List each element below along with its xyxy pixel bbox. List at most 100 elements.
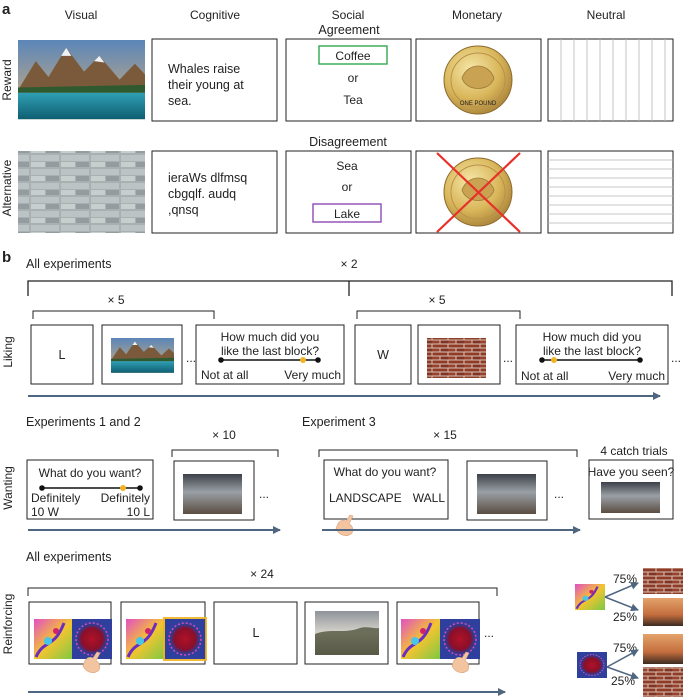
social-disagreement-card (285, 150, 412, 234)
liking-dots-1: ... (186, 351, 196, 365)
row-label-reinforcing: Reinforcing (1, 594, 15, 655)
row-label-reward: Reward (0, 59, 14, 100)
neutral-lines-reward (547, 38, 674, 122)
prob-low-1: 25% (613, 610, 637, 624)
crossed-coin-icon (436, 152, 521, 233)
row-label-wanting: Wanting (1, 466, 15, 510)
definitely-right: Definitely (101, 491, 150, 505)
liking-brick-image (427, 338, 486, 378)
agreement-or: or (348, 71, 359, 85)
repeat-bracket-liking-left (32, 310, 215, 319)
scrambled-line-2: cbgqlf. audq (168, 187, 236, 201)
repeat-bracket-wanting-12 (171, 449, 279, 457)
disagreement-title: Disagreement (309, 135, 387, 149)
reinforcing-repeat: × 24 (250, 567, 274, 581)
liking-landscape-image (111, 338, 174, 373)
experiments-1-2-label: Experiments 1 and 2 (26, 415, 141, 429)
agreement-choice: Coffee (335, 49, 370, 63)
repeat-bracket-reinforcing (27, 587, 498, 596)
liking-question-right-2: like the last block? (543, 344, 641, 358)
wanting-dots-12: ... (259, 487, 269, 501)
catch-beach-image (601, 482, 660, 513)
panel-a-label: a (2, 1, 11, 18)
wanting-choice-card (323, 459, 449, 520)
wanting-question-3: What do you want? (334, 465, 437, 479)
cognitive-reward-card (151, 38, 278, 122)
reward-sentence-line-2: their young at (168, 78, 244, 92)
liking-question-card-right (515, 324, 669, 385)
liking-question-card-left (195, 324, 345, 385)
catch-question: Have you seen? (588, 465, 675, 479)
prob-high-1: 75% (613, 572, 637, 586)
wanting-repeat-12: × 10 (212, 428, 236, 442)
liking-question-left-1: How much did you (221, 330, 320, 344)
selection-highlight (163, 617, 207, 661)
neutral-lines-alternative (547, 150, 674, 234)
cognitive-alternative-card (151, 150, 278, 234)
choice-landscape: LANDSCAPE (329, 491, 402, 505)
wanting-beach-image-3 (477, 474, 536, 514)
red-fractal-cue-small (576, 651, 608, 679)
column-header-visual: Visual (65, 8, 97, 22)
liking-slider-left (218, 357, 321, 363)
liking-scale-low-right: Not at all (521, 369, 568, 383)
repeat-bracket-liking-right (356, 310, 521, 319)
outcome-brick-image-2 (643, 667, 683, 697)
row-label-liking: Liking (1, 336, 15, 367)
column-headers: Visual Cognitive Social Monetary Neutral (65, 8, 626, 22)
definitely-left: Definitely (31, 491, 80, 505)
reinforcing-cue-card (213, 601, 298, 665)
reinforcing-dots: ... (484, 626, 494, 640)
coin-text: ONE POUND (460, 101, 497, 107)
pound-coin-icon: ONE POUND (443, 45, 513, 115)
panel-b-label: b (2, 249, 11, 266)
liking-repeat-right: × 5 (428, 293, 445, 307)
reward-sentence-line-3: sea. (168, 94, 192, 108)
liking-scale-high-left: Very much (284, 368, 341, 382)
wanting-beach-image-12 (183, 474, 242, 514)
repeat-bracket-wanting-3 (318, 449, 578, 457)
landscape-image (18, 40, 145, 120)
agreement-other: Tea (343, 93, 363, 107)
column-header-social: Social (332, 8, 365, 22)
foggy-landscape-image (315, 611, 379, 655)
disagreement-or: or (342, 180, 353, 194)
all-experiments-top: All experiments (26, 257, 111, 271)
liking-scale-low-left: Not at all (201, 368, 248, 382)
column-header-neutral: Neutral (587, 8, 626, 22)
repeat-total: × 2 (340, 257, 357, 271)
scrambled-line-1: ieraWs dlfmsq (168, 171, 247, 185)
agreement-choice-box (318, 45, 388, 65)
wanting-repeat-3: × 15 (433, 428, 457, 442)
catch-trials-label: 4 catch trials (600, 444, 667, 458)
disagreement-choice-box (312, 203, 382, 223)
social-agreement-card (285, 38, 412, 122)
wanting-slider-card (26, 459, 154, 520)
wall-image (18, 151, 145, 233)
wanting-slider (39, 485, 143, 491)
liking-question-left-2: like the last block? (221, 344, 319, 358)
liking-cue-right: W (377, 348, 389, 362)
prob-low-2: 25% (611, 674, 635, 688)
wanting-dots-3: ... (554, 487, 564, 501)
agreement-title: Agreement (318, 23, 380, 37)
red-fractal-image-1 (71, 618, 113, 660)
row-label-alternative: Alternative (0, 159, 14, 216)
liking-dots-2: ... (503, 351, 513, 365)
outcome-sunset-image-2 (643, 634, 683, 664)
experiment-3-label: Experiment 3 (302, 415, 376, 429)
choice-wall: WALL (413, 491, 446, 505)
liking-scale-high-right: Very much (608, 369, 665, 383)
wanting-left-value: 10 W (31, 505, 60, 519)
scrambled-line-3: ,qnsq (168, 203, 199, 217)
liking-dots-3: ... (671, 351, 681, 365)
red-fractal-image-2 (164, 618, 206, 660)
wanting-right-value: 10 L (127, 505, 151, 519)
disagreement-other: Sea (336, 159, 358, 173)
column-header-cognitive: Cognitive (190, 8, 240, 22)
reinforcing-title: All experiments (26, 550, 111, 564)
disagreement-choice: Lake (334, 207, 360, 221)
fractal-cue-small (573, 582, 607, 612)
column-header-monetary: Monetary (452, 8, 502, 22)
